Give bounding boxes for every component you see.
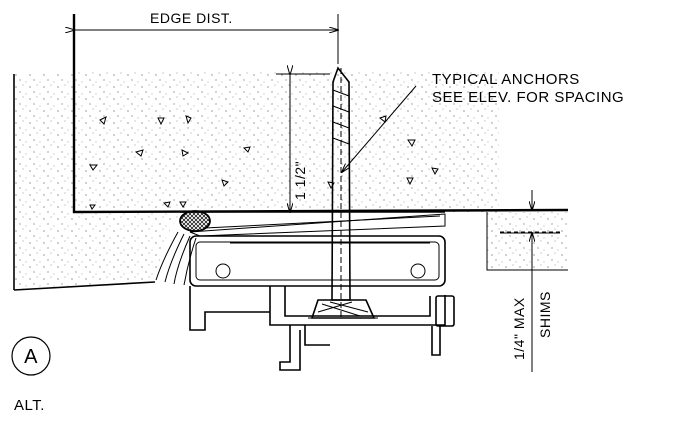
substrate-right: [486, 212, 568, 271]
dimension-embed-line: [276, 74, 330, 212]
shims-label: SHIMS: [537, 291, 553, 338]
frame-extrusion: [180, 211, 455, 371]
note-line-1: TYPICAL ANCHORS: [432, 71, 580, 88]
dimension-edge-line: [74, 14, 338, 64]
shim-dimension-label: 1/4" MAX: [511, 297, 527, 360]
detail-tag: ALT.: [14, 397, 45, 414]
detail-letter: A: [24, 346, 38, 368]
dimension-shim-line: [500, 190, 560, 372]
backer-rod: [155, 210, 211, 286]
embedment-label: 1 1/2": [292, 161, 308, 200]
note-leader: [342, 85, 417, 172]
concrete-section: [13, 14, 569, 291]
note-line-2: SEE ELEV. FOR SPACING: [432, 89, 624, 106]
anchor-screw: [308, 66, 378, 320]
detail-bubble: [11, 336, 51, 376]
edge-distance-label: EDGE DIST.: [150, 10, 233, 26]
